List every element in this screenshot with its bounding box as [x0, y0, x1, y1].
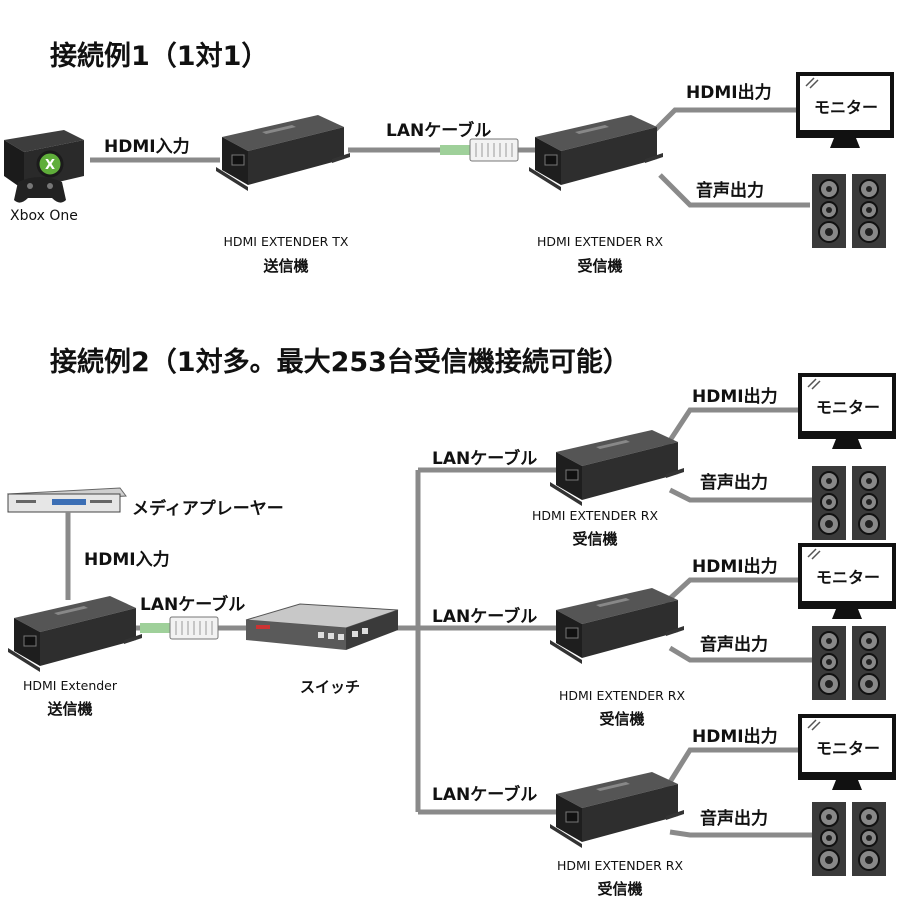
rx-caption: HDMI EXTENDER RX	[536, 234, 664, 249]
b2-lan-cable-label: LANケーブル	[432, 607, 538, 627]
b3-rx-caption: HDMI EXTENDER RX	[556, 858, 684, 873]
b3-audio-out-label: 音声出力	[700, 809, 768, 829]
b3-hdmi-out-label: HDMI出力	[692, 727, 778, 747]
svg-text:X: X	[45, 158, 55, 173]
tx-extender-icon-2	[7, 595, 143, 673]
speaker-icon-b1	[812, 466, 886, 540]
tx-caption-2: HDMI Extender	[22, 678, 118, 693]
b3-lan-cable-label: LANケーブル	[432, 785, 538, 805]
b1-lan-cable-label: LANケーブル	[432, 449, 538, 469]
rx-extender-icon-b1	[549, 429, 685, 507]
b2-rx-caption-jp: 受信機	[599, 710, 645, 728]
rj45-connector-icon-2	[139, 616, 219, 640]
connection-lines-ex1	[90, 107, 810, 208]
tx-caption-jp: 送信機	[263, 257, 309, 275]
xbox-label: Xbox One	[10, 208, 78, 224]
media-player-label: メディアプレーヤー	[132, 499, 284, 519]
hdmi-in-label: HDMI入力	[104, 137, 190, 157]
b2-rx-caption: HDMI EXTENDER RX	[558, 688, 686, 703]
audio-out-label: 音声出力	[696, 181, 764, 201]
lan-cable-label-2: LANケーブル	[140, 595, 246, 615]
switch-label: スイッチ	[300, 678, 361, 696]
connection-lines-ex2	[65, 407, 812, 838]
speaker-icon-b3	[812, 802, 886, 876]
b2-hdmi-out-label: HDMI出力	[692, 557, 778, 577]
media-player-icon	[7, 487, 127, 513]
network-switch-icon	[245, 603, 399, 650]
b1-hdmi-out-label: HDMI出力	[692, 387, 778, 407]
b2-audio-out-label: 音声出力	[700, 635, 768, 655]
b2-monitor-label: モニター	[816, 568, 881, 587]
tx-caption: HDMI EXTENDER TX	[223, 234, 349, 249]
rx-extender-icon-b3	[549, 771, 685, 849]
b1-rx-caption-jp: 受信機	[572, 530, 618, 548]
rx-extender-icon-b2	[549, 587, 685, 665]
speaker-icon	[812, 174, 886, 248]
gamepad-icon	[14, 177, 66, 203]
speaker-icon-b2	[812, 626, 886, 700]
b3-monitor-label: モニター	[816, 739, 881, 758]
rj45-connector-icon	[439, 138, 519, 162]
hdmi-in-label-2: HDMI入力	[84, 550, 170, 570]
rx-extender-icon	[528, 114, 664, 192]
tx-caption-jp-2: 送信機	[47, 700, 93, 718]
tx-extender-icon	[215, 114, 351, 192]
b3-rx-caption-jp: 受信機	[597, 880, 643, 898]
lan-cable-label: LANケーブル	[386, 121, 492, 141]
example1-title: 接続例1（1対1）	[50, 41, 269, 72]
b1-audio-out-label: 音声出力	[700, 473, 768, 493]
monitor-label: モニター	[814, 98, 879, 117]
hdmi-out-label: HDMI出力	[686, 83, 772, 103]
b1-rx-caption: HDMI EXTENDER RX	[531, 508, 659, 523]
b1-monitor-label: モニター	[816, 398, 881, 417]
example2-title: 接続例2（1対多。最大253台受信機接続可能）	[50, 347, 630, 378]
rx-caption-jp: 受信機	[577, 257, 623, 275]
